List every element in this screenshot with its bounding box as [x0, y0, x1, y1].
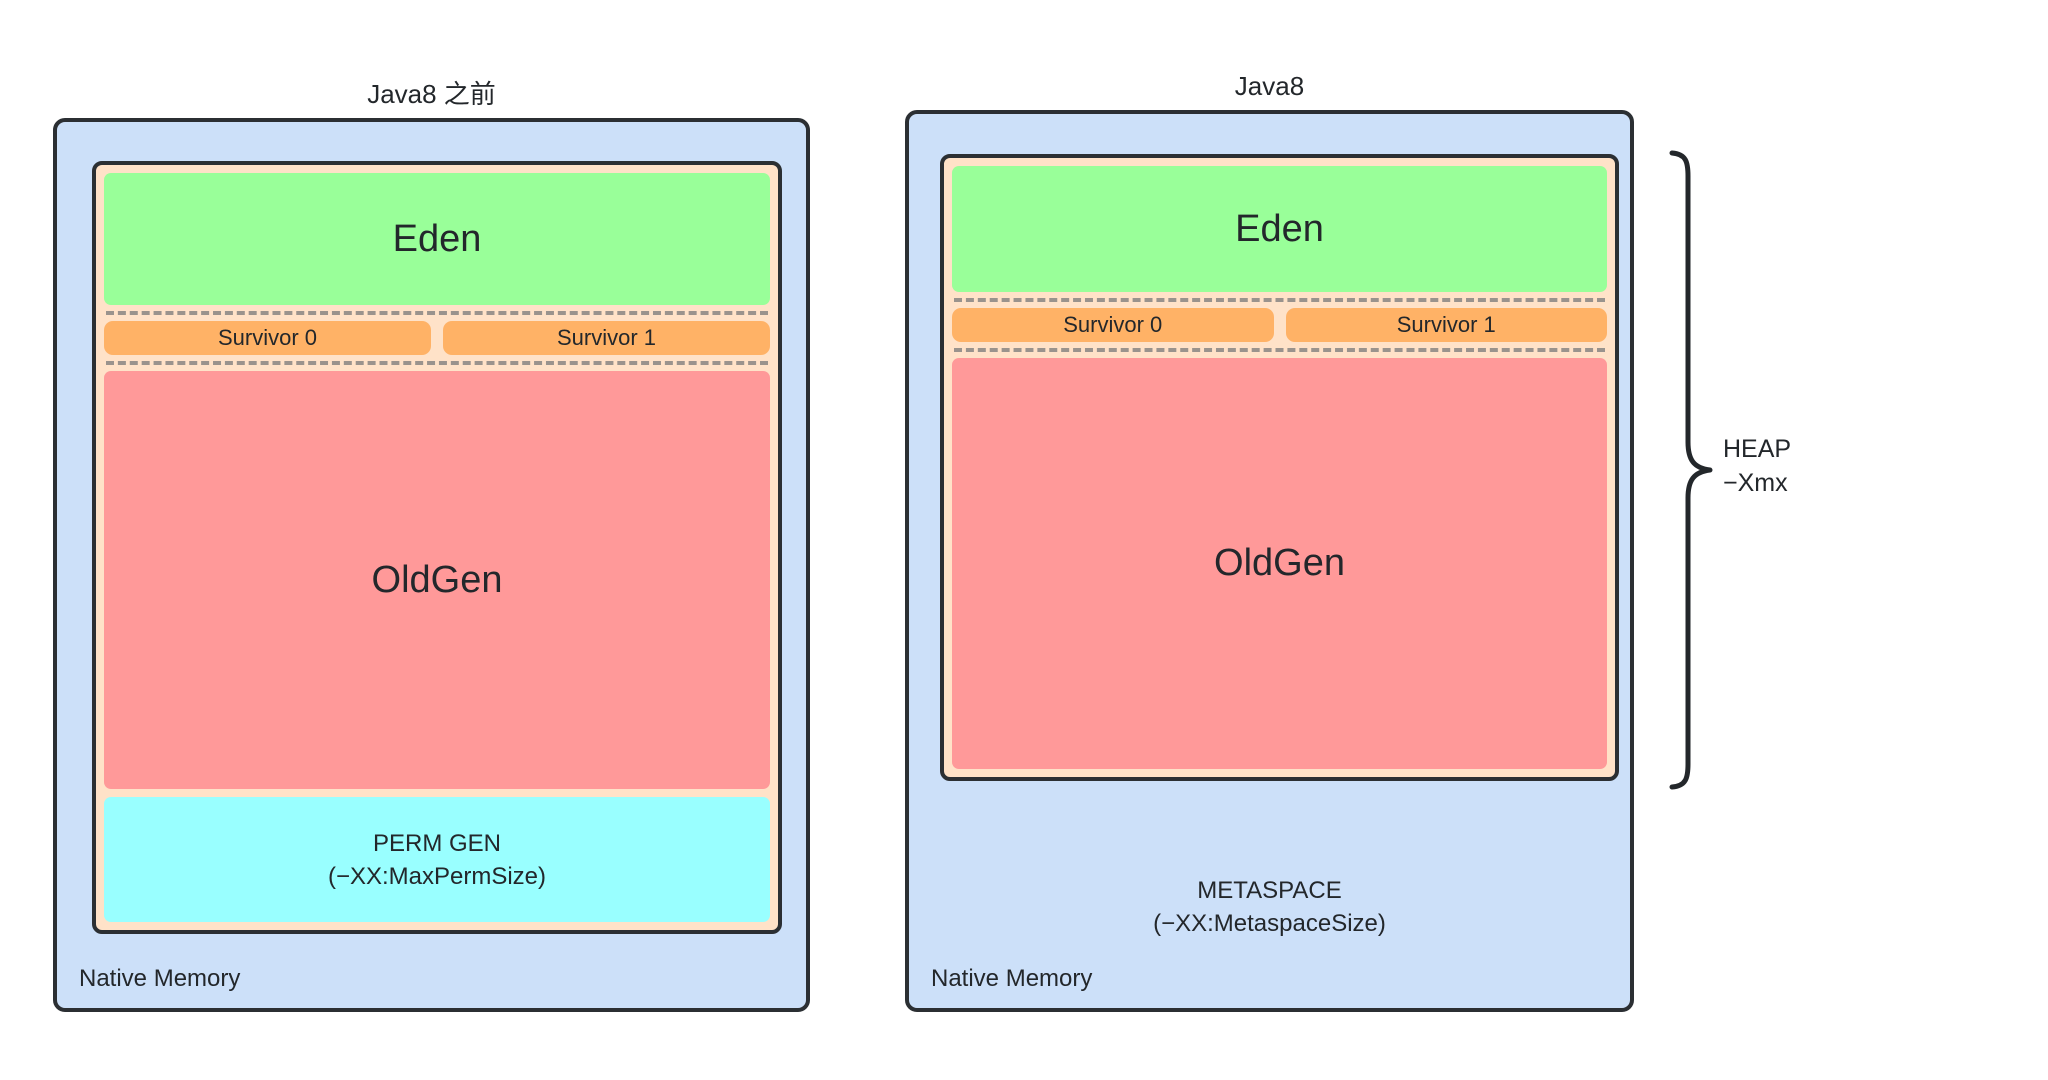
left-permgen-region: PERM GEN (−XX:MaxPermSize)	[104, 797, 770, 922]
left-survivor-0: Survivor 0	[104, 321, 431, 355]
left-native-memory-panel: Eden Survivor 0 Survivor 1 OldGen PERM G…	[53, 118, 810, 1012]
left-eden-region: Eden	[104, 173, 770, 305]
right-divider-survivor-oldgen	[954, 348, 1605, 352]
left-oldgen-region: OldGen	[104, 371, 770, 789]
right-panel-title: Java8	[1234, 71, 1305, 101]
left-divider-survivor-oldgen	[106, 361, 768, 365]
heap-brace-line2: −Xmx	[1723, 469, 1788, 497]
heap-brace-line1: HEAP	[1723, 435, 1792, 463]
right-survivor-row: Survivor 0 Survivor 1	[952, 308, 1607, 342]
heap-brace-label: HEAP −Xmx	[1723, 432, 1791, 500]
right-divider-eden-survivor	[954, 298, 1605, 302]
left-survivor-row: Survivor 0 Survivor 1	[104, 321, 770, 355]
right-eden-region: Eden	[952, 166, 1607, 292]
right-survivor-0: Survivor 0	[952, 308, 1274, 342]
right-native-memory-label: Native Memory	[931, 965, 1093, 992]
right-heap-container: Eden Survivor 0 Survivor 1 OldGen	[940, 154, 1619, 781]
right-metaspace-name: METASPACE	[1197, 877, 1342, 904]
right-survivor-1: Survivor 1	[1285, 308, 1607, 342]
right-native-memory-panel: Eden Survivor 0 Survivor 1 OldGen METASP…	[905, 110, 1634, 1012]
left-panel-title: Java8 之前	[367, 79, 496, 109]
left-heap-container: Eden Survivor 0 Survivor 1 OldGen PERM G…	[92, 161, 782, 934]
left-divider-eden-survivor	[106, 311, 768, 315]
left-native-memory-label: Native Memory	[79, 965, 241, 992]
left-permgen-name: PERM GEN	[372, 829, 501, 857]
right-metaspace-flag: (−XX:MetaspaceSize)	[1153, 910, 1386, 937]
right-metaspace-region: METASPACE (−XX:MetaspaceSize)	[909, 874, 1630, 940]
left-permgen-flag: (−XX:MaxPermSize)	[327, 862, 547, 890]
heap-brace-icon	[1668, 150, 1714, 790]
left-survivor-1: Survivor 1	[443, 321, 770, 355]
right-oldgen-region: OldGen	[952, 358, 1607, 769]
